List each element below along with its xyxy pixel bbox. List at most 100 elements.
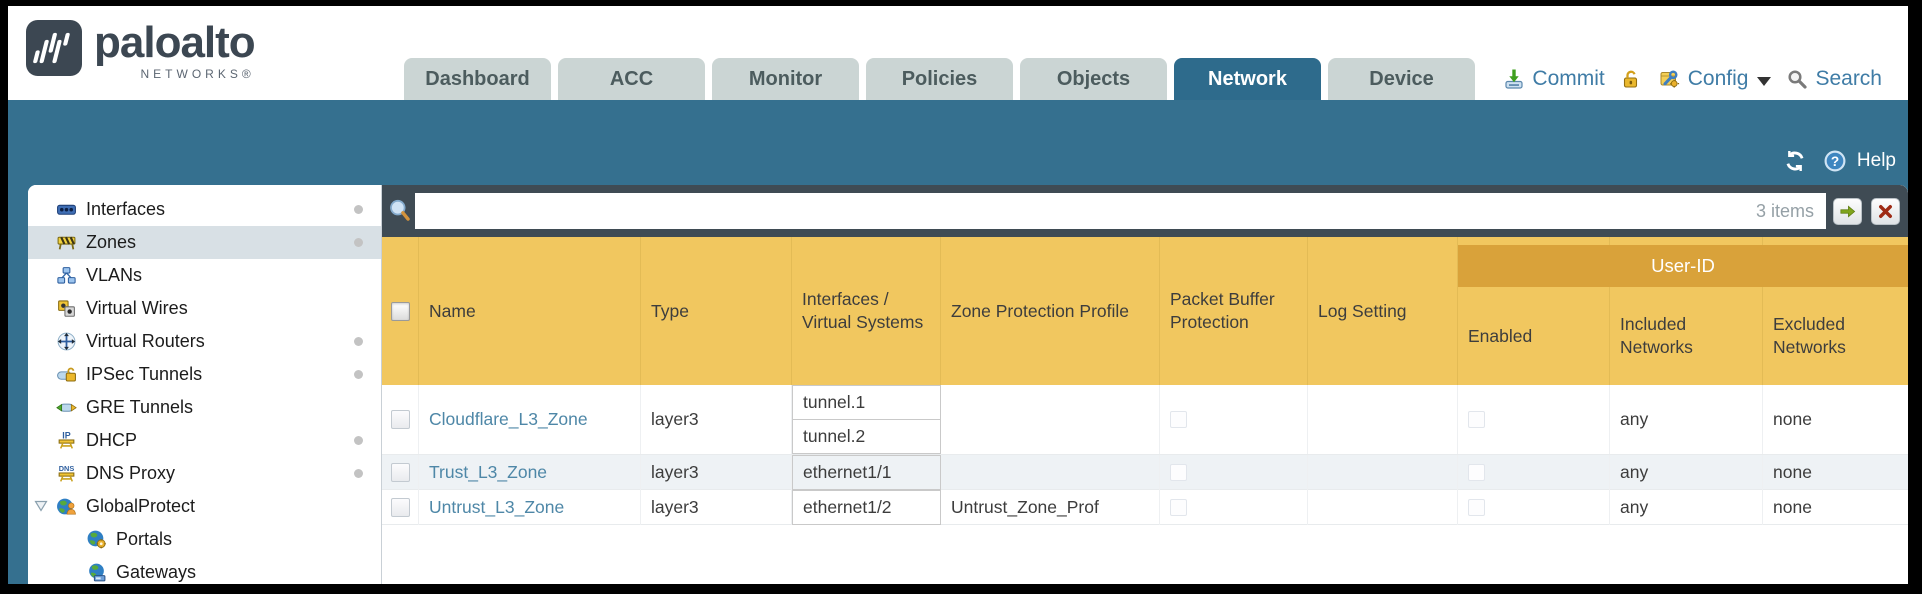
user-id-enabled-checkbox[interactable]	[1468, 411, 1485, 428]
zone-protection-profile-cell	[941, 455, 1160, 490]
gre-tunnels-icon	[56, 403, 77, 412]
status-dot	[354, 370, 363, 379]
sidebar-item-dns-proxy[interactable]: DNS DNS Proxy	[28, 457, 381, 490]
close-x-icon	[1879, 205, 1892, 218]
sidebar-item-label: Portals	[116, 529, 173, 549]
search-action[interactable]: Search	[1786, 67, 1882, 91]
virtual-routers-icon	[57, 332, 76, 351]
column-header-name[interactable]: Name	[419, 237, 641, 385]
sidebar-item-interfaces[interactable]: Interfaces	[28, 193, 381, 226]
user-id-enabled-checkbox[interactable]	[1468, 499, 1485, 516]
column-header-interfaces[interactable]: Interfaces / Virtual Systems	[792, 237, 941, 385]
column-header-type[interactable]: Type	[641, 237, 792, 385]
zone-type-cell: layer3	[641, 455, 792, 490]
tab-policies[interactable]: Policies	[866, 58, 1013, 100]
zone-name-link[interactable]: Untrust_L3_Zone	[429, 497, 565, 517]
column-header-included-networks[interactable]: Included Networks	[1610, 237, 1763, 385]
help-icon[interactable]: ?	[1823, 149, 1847, 173]
sidebar-item-ipsec-tunnels[interactable]: IPSec Tunnels	[28, 358, 381, 391]
status-dot	[354, 205, 363, 214]
main-nav-tabs: Dashboard ACC Monitor Policies Objects N…	[404, 58, 1482, 100]
clear-filter-button[interactable]	[1871, 198, 1900, 225]
interfaces-cell: ethernet1/2	[792, 490, 941, 525]
zone-name-link[interactable]: Trust_L3_Zone	[429, 462, 548, 482]
tab-acc[interactable]: ACC	[558, 58, 705, 100]
interface-item: ethernet1/2	[792, 490, 941, 525]
table-row: Cloudflare_L3_Zone layer3 tunnel.1 tunne…	[382, 385, 1908, 455]
tab-device[interactable]: Device	[1328, 58, 1475, 100]
top-header: paloalto NETWORKS® Dashboard ACC Monitor…	[8, 6, 1908, 100]
ipsec-tunnels-icon	[57, 367, 76, 382]
row-checkbox[interactable]	[390, 410, 410, 429]
packet-buffer-protection-checkbox[interactable]	[1170, 411, 1187, 428]
sidebar-item-portals[interactable]: Portals	[28, 523, 381, 556]
tab-monitor[interactable]: Monitor	[712, 58, 859, 100]
apply-filter-button[interactable]	[1833, 198, 1862, 225]
user-id-enabled-checkbox[interactable]	[1468, 464, 1485, 481]
search-icon	[1788, 70, 1808, 89]
user-id-group-header: User-ID	[1458, 245, 1908, 287]
filter-input[interactable]	[415, 193, 1826, 229]
sidebar-item-virtual-wires[interactable]: Virtual Wires	[28, 292, 381, 325]
column-header-enabled[interactable]: Enabled	[1458, 237, 1610, 385]
log-setting-cell	[1308, 455, 1458, 490]
expander-triangle-icon[interactable]	[34, 499, 48, 513]
sidebar-item-label: IPSec Tunnels	[86, 364, 203, 384]
sidebar-item-zones[interactable]: Zones	[28, 226, 381, 259]
status-dot	[354, 238, 363, 247]
config-action[interactable]: Config	[1659, 67, 1748, 91]
interface-item: ethernet1/1	[792, 455, 941, 490]
packet-buffer-protection-checkbox[interactable]	[1170, 499, 1187, 516]
column-header-packet-buffer-protection[interactable]: Packet Buffer Protection	[1160, 237, 1308, 385]
commit-action[interactable]: Commit	[1503, 67, 1605, 91]
status-dot	[354, 436, 363, 445]
row-checkbox[interactable]	[390, 498, 410, 517]
table-header: User-ID Name Type Interfaces / Virtual S…	[382, 237, 1908, 385]
tab-objects[interactable]: Objects	[1020, 58, 1167, 100]
paloalto-logo: paloalto NETWORKS®	[26, 18, 256, 81]
refresh-icon[interactable]	[1783, 149, 1807, 173]
zone-name-link[interactable]: Cloudflare_L3_Zone	[429, 409, 588, 429]
svg-text:?: ?	[1831, 154, 1839, 169]
included-networks-cell: any	[1610, 490, 1763, 525]
column-header-zone-protection-profile[interactable]: Zone Protection Profile	[941, 237, 1160, 385]
column-header-log-setting[interactable]: Log Setting	[1308, 237, 1458, 385]
sidebar-item-label: Virtual Routers	[86, 331, 205, 351]
zones-content: 3 items User-ID Name Type	[382, 185, 1908, 584]
excluded-networks-cell: none	[1773, 409, 1812, 429]
vlans-icon	[57, 267, 76, 284]
column-header-excluded-networks[interactable]: Excluded Networks	[1773, 314, 1846, 357]
sidebar-item-vlans[interactable]: VLANs	[28, 259, 381, 292]
config-caret-down-icon[interactable]	[1757, 76, 1772, 86]
commit-icon	[1505, 69, 1524, 89]
row-checkbox[interactable]	[390, 463, 410, 482]
dns-proxy-icon: DNS	[58, 464, 75, 482]
sidebar-item-globalprotect[interactable]: GlobalProtect	[28, 490, 381, 523]
zone-protection-profile-cell	[941, 385, 1160, 454]
packet-buffer-protection-checkbox[interactable]	[1170, 464, 1187, 481]
sidebar-item-gateways[interactable]: Gateways	[28, 556, 381, 584]
help-label[interactable]: Help	[1856, 150, 1896, 171]
select-all-checkbox[interactable]	[390, 301, 410, 321]
sidebar-item-label: Virtual Wires	[86, 298, 188, 318]
interface-item: tunnel.1	[792, 385, 941, 420]
search-label: Search	[1815, 67, 1882, 90]
svg-text:IP: IP	[62, 430, 70, 440]
sidebar-item-virtual-routers[interactable]: Virtual Routers	[28, 325, 381, 358]
tab-network[interactable]: Network	[1174, 58, 1321, 100]
zones-icon	[57, 236, 76, 250]
teal-band: ? Help	[8, 100, 1908, 185]
sidebar-item-dhcp[interactable]: IP DHCP	[28, 424, 381, 457]
excluded-networks-cell: none	[1773, 462, 1812, 482]
lock-icon[interactable]	[1620, 68, 1642, 90]
main-panel: Interfaces Zones VLANs	[28, 185, 1908, 584]
sidebar-item-gre-tunnels[interactable]: GRE Tunnels	[28, 391, 381, 424]
table-row: Trust_L3_Zone layer3 ethernet1/1 any non…	[382, 455, 1908, 490]
sidebar-item-label: Interfaces	[86, 199, 166, 219]
filter-bar: 3 items	[382, 185, 1908, 237]
tab-dashboard[interactable]: Dashboard	[404, 58, 551, 100]
zone-type-cell: layer3	[641, 385, 792, 454]
portals-icon	[87, 530, 106, 549]
brand-name: paloalto	[94, 18, 256, 67]
config-icon	[1660, 70, 1679, 88]
